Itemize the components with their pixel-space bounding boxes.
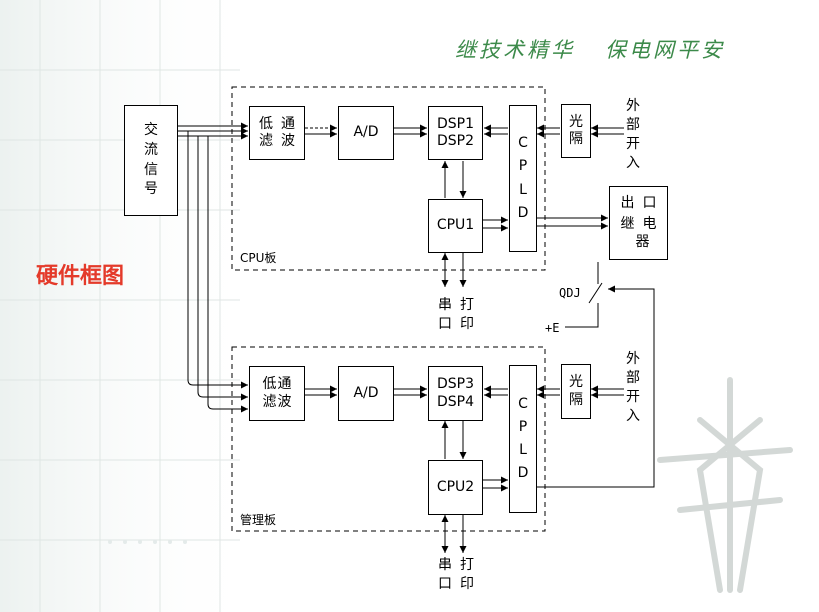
lowpass-char: 低 (262, 376, 277, 392)
mgmt-board-outline (231, 346, 546, 532)
opto-char: 光 (569, 374, 583, 390)
ext-input-char: 部 (626, 116, 640, 133)
cpu-dsp-block: DSP1 DSP2 (428, 106, 483, 160)
cpu2-block: CPU2 (428, 460, 483, 515)
serial-char: 打 (460, 557, 474, 573)
serial-char: 串 (438, 297, 452, 313)
ac-signal-char: 信 (144, 161, 158, 178)
dsp-label: DSP1 (436, 115, 475, 132)
ac-signal-char: 流 (144, 141, 158, 158)
lowpass-char: 波 (281, 133, 295, 149)
mgmt-external-input-label: 外 部 开 入 (624, 350, 642, 426)
cpu-serial-print-label: 串打 口印 (436, 296, 476, 334)
ext-input-char: 开 (626, 135, 640, 152)
cpu-ad-converter-block: A/D (338, 106, 394, 160)
serial-char: 口 (438, 575, 452, 592)
ext-input-char: 部 (626, 369, 640, 386)
serial-char: 打 (460, 297, 474, 313)
relay-char: 电 (642, 216, 657, 233)
ac-signal-char: 交 (144, 122, 158, 139)
mgmt-opto-isolator-block: 光 隔 (561, 364, 591, 419)
background-grid-tile (0, 0, 260, 612)
cpld-char: C (518, 135, 528, 152)
slogan-right: 保电网平安 (605, 38, 725, 62)
cpu-external-input-label: 外 部 开 入 (624, 97, 642, 173)
dsp-label: DSP4 (436, 393, 475, 410)
ext-input-char: 外 (626, 351, 640, 367)
cpld-char: L (519, 442, 527, 458)
dsp-label: DSP3 (436, 376, 475, 392)
mgmt-ad-converter-block: A/D (338, 366, 394, 421)
cpld-char: D (517, 204, 529, 221)
background-grid (0, 0, 240, 612)
serial-char: 印 (460, 575, 474, 592)
cpu-lowpass-filter-block: 低通 滤波 (249, 106, 305, 160)
dsp-label: DSP2 (436, 133, 475, 149)
mgmt-dsp-block: DSP3 DSP4 (428, 366, 483, 421)
slogan-left: 继技术精华 (455, 38, 575, 62)
ext-input-char: 开 (626, 388, 640, 405)
relay-char: 器 (635, 233, 650, 250)
serial-char: 串 (438, 557, 452, 573)
cpu-cpld-block: C P L D (509, 105, 537, 252)
qdj-label: QDJ (559, 286, 581, 300)
opto-char: 隔 (569, 391, 583, 408)
cpld-char: L (519, 181, 527, 198)
serial-char: 口 (438, 315, 452, 332)
cpu-opto-isolator-block: 光 隔 (561, 104, 591, 158)
diagram-title: 硬件框图 (36, 263, 125, 289)
lowpass-char: 通 (281, 115, 295, 132)
relay-char: 继 (620, 216, 635, 233)
opto-char: 隔 (569, 131, 583, 147)
ext-input-char: 入 (626, 407, 640, 424)
relay-char: 口 (642, 194, 657, 211)
relay-char: 出 (620, 194, 635, 211)
cpld-char: D (517, 465, 529, 482)
plus-e-label: +E (545, 321, 560, 335)
mgmt-cpld-block: C P L D (509, 365, 537, 513)
mgmt-serial-print-label: 串打 口印 (436, 556, 476, 594)
lowpass-char: 通 (277, 376, 292, 392)
cpld-char: P (518, 418, 528, 435)
cpu-board-outline (231, 86, 546, 271)
lowpass-char: 波 (277, 393, 292, 410)
ac-signal-char: 号 (144, 181, 158, 198)
ext-input-char: 入 (626, 154, 640, 171)
cpu1-block: CPU1 (428, 199, 483, 253)
mgmt-lowpass-filter-block: 低通 滤波 (249, 366, 305, 421)
serial-char: 印 (460, 315, 474, 332)
cpld-char: C (518, 395, 528, 412)
lowpass-char: 低 (259, 115, 273, 132)
lowpass-char: 滤 (262, 393, 277, 410)
opto-char: 光 (569, 113, 583, 130)
slogan: 继技术精华 保电网平安 (455, 34, 725, 64)
cpu-board-label: CPU板 (240, 251, 277, 265)
ext-input-char: 外 (626, 98, 640, 114)
output-relay-block: 出口 继电器 (609, 186, 668, 260)
cpld-char: P (518, 158, 528, 175)
mgmt-board-label: 管理板 (240, 513, 277, 527)
lowpass-char: 滤 (259, 133, 273, 149)
background-dots (108, 540, 187, 544)
ac-signal-block: 交 流 信 号 (124, 105, 178, 216)
transmission-tower-watermark (657, 377, 793, 593)
